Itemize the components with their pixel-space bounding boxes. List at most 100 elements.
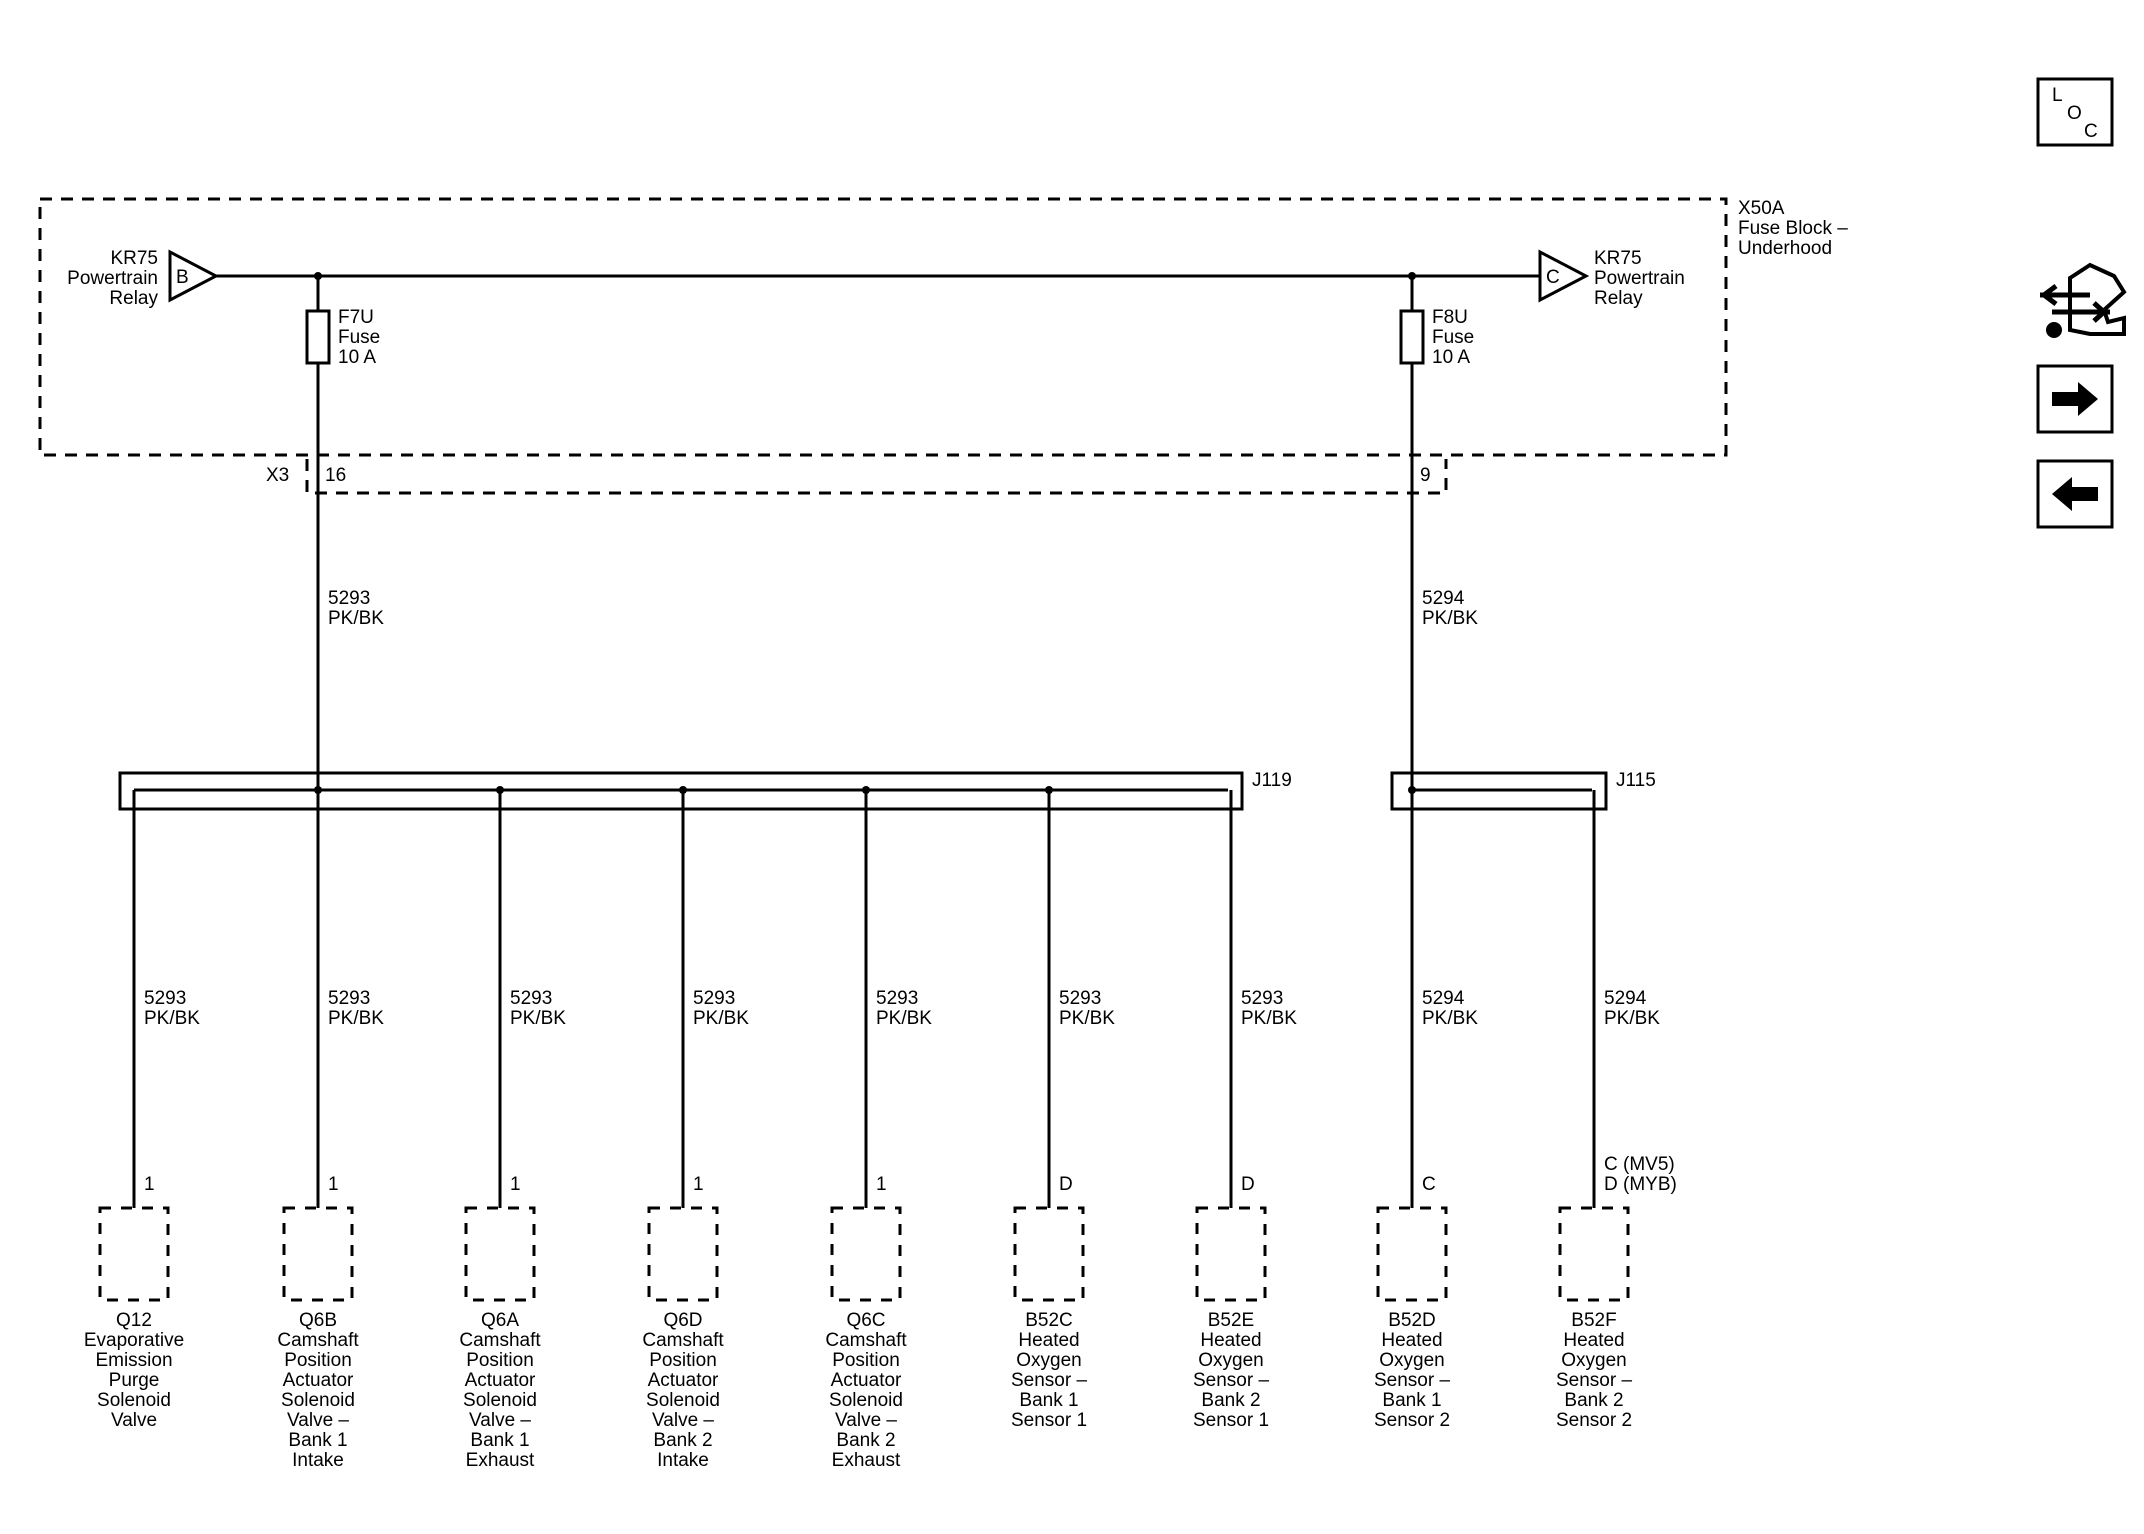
- loc-button[interactable]: L O C: [2036, 77, 2114, 147]
- branch-group: 5293PK/BK1Q12EvaporativeEmissionPurgeSol…: [84, 786, 1677, 1471]
- relay-right-arrow-icon: [1538, 249, 1590, 303]
- component-label-6-0: B52E: [1208, 1310, 1254, 1331]
- component-label-1-2: Position: [284, 1350, 352, 1371]
- fuse-f8u-symbol: [1399, 309, 1425, 365]
- arrow-left-icon: [2052, 477, 2098, 511]
- component-label-8-3: Sensor –: [1556, 1370, 1632, 1391]
- component-label-7-2: Oxygen: [1379, 1350, 1444, 1371]
- relay-right-pin: C: [1546, 267, 1560, 288]
- component-label-0-3: Purge: [109, 1370, 160, 1391]
- component-outline-3: [647, 1206, 719, 1302]
- component-label-4-6: Bank 2: [836, 1430, 895, 1451]
- component-outline-5: [1013, 1206, 1085, 1302]
- branch-wire-color-4: PK/BK: [876, 1008, 932, 1029]
- component-outline-7: [1376, 1206, 1448, 1302]
- component-label-5-3: Sensor –: [1011, 1370, 1087, 1391]
- component-label-3-5: Valve –: [652, 1410, 714, 1431]
- component-label-3-0: Q6D: [663, 1310, 702, 1331]
- loc-letter-c: C: [2084, 121, 2098, 142]
- fuse-block-name-2: Underhood: [1738, 238, 1832, 259]
- component-label-8-4: Bank 2: [1564, 1390, 1623, 1411]
- arrow-right-button[interactable]: [2036, 364, 2114, 434]
- branch-pin-4: 1: [876, 1174, 887, 1195]
- x3-connector-outline: [305, 459, 1448, 495]
- relay-left-pin: B: [176, 267, 189, 288]
- component-label-7-5: Sensor 2: [1374, 1410, 1450, 1431]
- component-label-3-3: Actuator: [648, 1370, 719, 1391]
- component-label-3-4: Solenoid: [646, 1390, 720, 1411]
- branch-pin-alt-8: D (MYB): [1604, 1174, 1677, 1195]
- branch-wire-color-3: PK/BK: [693, 1008, 749, 1029]
- branch-wire-number-5: 5293: [1059, 988, 1101, 1009]
- x3-pin-9: 9: [1420, 465, 1431, 486]
- feed-wire-5293-number: 5293: [328, 588, 370, 609]
- component-label-6-1: Heated: [1200, 1330, 1261, 1351]
- branch-wire-number-6: 5293: [1241, 988, 1283, 1009]
- feed-wire-5294-number: 5294: [1422, 588, 1465, 609]
- fuse-block-outline: [38, 197, 1728, 457]
- component-label-2-6: Bank 1: [470, 1430, 529, 1451]
- branch-pin-8: C (MV5): [1604, 1154, 1675, 1175]
- x3-connector-label: X3: [266, 465, 289, 486]
- relay-right-line3: Relay: [1594, 288, 1643, 309]
- splice-j115-outline: [1390, 771, 1608, 811]
- branch-wire-number-0: 5293: [144, 988, 186, 1009]
- x3-pin-16: 16: [325, 465, 346, 486]
- component-label-2-7: Exhaust: [466, 1450, 535, 1471]
- component-label-6-3: Sensor –: [1193, 1370, 1269, 1391]
- component-outline-2: [464, 1206, 536, 1302]
- component-label-6-2: Oxygen: [1198, 1350, 1263, 1371]
- component-label-5-2: Oxygen: [1016, 1350, 1081, 1371]
- arrow-left-button[interactable]: [2036, 459, 2114, 529]
- relay-left-arrow-icon: [168, 249, 220, 303]
- branch-wire-number-4: 5293: [876, 988, 918, 1009]
- branch-wire-color-8: PK/BK: [1604, 1008, 1660, 1029]
- fuse-f7u-type: Fuse: [338, 327, 380, 348]
- component-label-0-5: Valve: [111, 1410, 157, 1431]
- relay-right-id: KR75: [1594, 248, 1642, 269]
- component-label-8-2: Oxygen: [1561, 1350, 1626, 1371]
- fuse-f8u-rating: 10 A: [1432, 347, 1470, 368]
- relay-left-line3: Relay: [109, 288, 158, 309]
- arrow-right-icon: [2052, 382, 2098, 416]
- splice-j115-label: J115: [1616, 770, 1656, 791]
- component-label-5-1: Heated: [1018, 1330, 1079, 1351]
- loc-letter-o: O: [2067, 103, 2082, 124]
- component-label-2-3: Actuator: [465, 1370, 536, 1391]
- component-label-6-4: Bank 2: [1201, 1390, 1260, 1411]
- fuse-f7u-symbol: [305, 309, 331, 365]
- connector-symbol-icon[interactable]: [2040, 262, 2127, 338]
- component-label-4-4: Solenoid: [829, 1390, 903, 1411]
- fuse-f8u-id: F8U: [1432, 307, 1468, 328]
- branch-wire-color-1: PK/BK: [328, 1008, 384, 1029]
- component-label-2-1: Camshaft: [459, 1330, 541, 1351]
- branch-wire-number-1: 5293: [328, 988, 370, 1009]
- fuse-f7u-rating: 10 A: [338, 347, 376, 368]
- fuse-f7u-id: F7U: [338, 307, 374, 328]
- branch-pin-7: C: [1422, 1174, 1436, 1195]
- component-label-4-1: Camshaft: [825, 1330, 907, 1351]
- branch-pin-2: 1: [510, 1174, 521, 1195]
- component-label-1-4: Solenoid: [281, 1390, 355, 1411]
- branch-wire-color-5: PK/BK: [1059, 1008, 1115, 1029]
- component-label-5-0: B52C: [1025, 1310, 1073, 1331]
- branch-wire-number-2: 5293: [510, 988, 552, 1009]
- branch-pin-0: 1: [144, 1174, 155, 1195]
- fuse-f8u-type: Fuse: [1432, 327, 1474, 348]
- fuse-block-name-1: Fuse Block –: [1738, 218, 1848, 239]
- component-label-4-5: Valve –: [835, 1410, 897, 1431]
- feed-wire-5293-color: PK/BK: [328, 608, 384, 629]
- component-label-2-0: Q6A: [481, 1310, 519, 1331]
- component-label-1-6: Bank 1: [288, 1430, 347, 1451]
- branch-pin-5: D: [1059, 1174, 1073, 1195]
- component-outline-6: [1195, 1206, 1267, 1302]
- component-label-2-4: Solenoid: [463, 1390, 537, 1411]
- component-outline-0: [98, 1206, 170, 1302]
- component-label-1-5: Valve –: [287, 1410, 349, 1431]
- component-label-8-5: Sensor 2: [1556, 1410, 1632, 1431]
- component-label-1-7: Intake: [292, 1450, 344, 1471]
- component-outline-4: [830, 1206, 902, 1302]
- branch-wire-color-7: PK/BK: [1422, 1008, 1478, 1029]
- component-label-1-0: Q6B: [299, 1310, 337, 1331]
